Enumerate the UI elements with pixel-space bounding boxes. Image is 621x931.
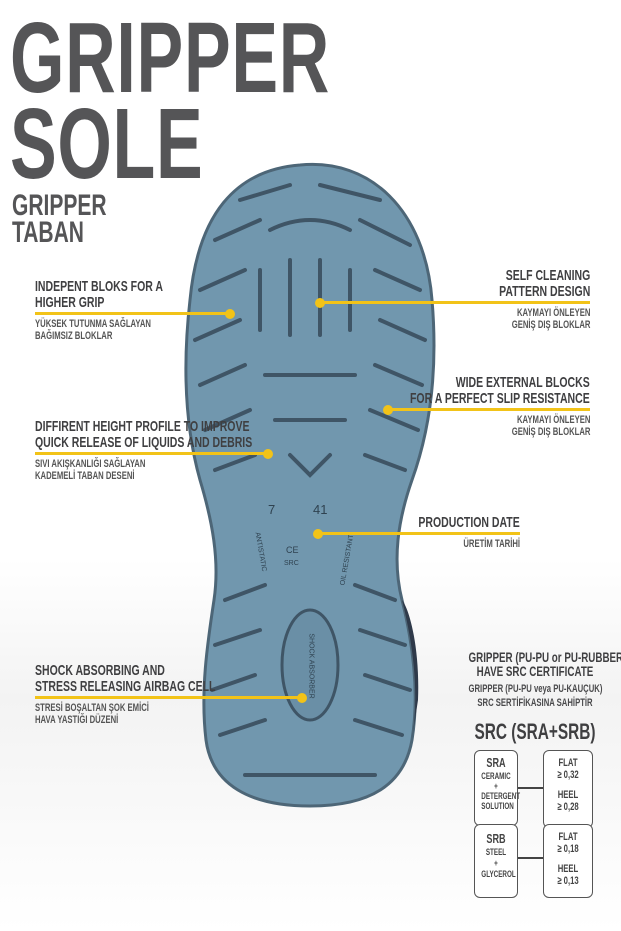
callout-subtitle: GENİŞ DIŞ BLOKLAR (511, 319, 590, 331)
callout-subtitle: STRESİ BOŞALTAN ŞOK EMİCİ (35, 702, 149, 714)
callout-selfclean: SELF CLEANING PATTERN DESIGN (460, 268, 590, 300)
sole-outline (184, 162, 436, 808)
callout-title: WIDE EXTERNAL BLOCKS (456, 374, 590, 391)
sole-size-mark: 41 (313, 502, 328, 517)
callout-title: SELF CLEANING (505, 267, 590, 284)
cert-title: GRIPPER (PU-PU or PU-RUBBER) (468, 649, 621, 665)
callout-subtitle: KAYMAYI ÖNLEYEN (516, 307, 590, 319)
callout-title: STRESS RELEASING AIRBAG CELL (35, 678, 216, 695)
heel-value: ≥ 0,28 (557, 801, 579, 813)
connector-line (516, 857, 544, 859)
callout-title: HIGHER GRIP (35, 294, 105, 311)
sra-box: SRA CERAMIC + DETERGENT SOLUTION (474, 750, 521, 826)
heel-label: HEEL (557, 789, 579, 801)
main-title-line1-wrap: GRIPPER (10, 2, 467, 114)
callout-shock-sub: STRESİ BOŞALTAN ŞOK EMİCİ HAVA YASTIĞI D… (35, 702, 198, 726)
sra-line: DETERGENT (481, 791, 521, 801)
flat-label: FLAT (558, 831, 578, 843)
callout-subtitle: KAYMAYI ÖNLEYEN (516, 414, 590, 426)
connector-line (516, 787, 544, 789)
callout-subtitle: SIVI AKIŞKANLIĞI SAĞLAYAN (35, 458, 146, 470)
srb-line: STEEL (485, 847, 507, 857)
srb-name: SRB (486, 831, 506, 846)
callout-title: PATTERN DESIGN (498, 283, 590, 300)
callout-line (35, 696, 302, 699)
cert-title: HAVE SRC CERTIFICATE (476, 663, 594, 679)
callout-line (320, 301, 590, 304)
callout-title: DIFFIRENT HEIGHT PROFILE TO IMPROVE (35, 418, 250, 435)
sra-values-box: FLAT ≥ 0,32 HEEL ≥ 0,28 (543, 750, 593, 828)
callout-dot (383, 405, 393, 415)
callout-subtitle: HAVA YASTIĞI DÜZENİ (35, 714, 119, 726)
callout-title: PRODUCTION DATE (418, 514, 520, 531)
callout-shock: SHOCK ABSORBING AND STRESS RELEASING AIR… (35, 663, 293, 695)
cert-subtitle: GRIPPER (PU-PU veya PU-KAUÇUK) (468, 683, 603, 695)
heel-label: HEEL (557, 863, 579, 875)
callout-height: DIFFIRENT HEIGHT PROFILE TO IMPROVE QUIC… (35, 419, 345, 451)
callout-subtitle: YÜKSEK TUTUNMA SAĞLAYAN (35, 318, 151, 330)
callout-title: SHOCK ABSORBING AND (35, 662, 165, 679)
callout-line (35, 452, 268, 455)
sra-name: SRA (486, 755, 506, 770)
sole-shock-mark: SHOCK ABSORBER (307, 633, 315, 699)
callout-wide: WIDE EXTERNAL BLOCKS FOR A PERFECT SLIP … (333, 375, 590, 407)
callout-dot (225, 309, 235, 319)
subtitle: GRIPPER TABAN (12, 189, 147, 249)
sole-month-mark: 7 (268, 502, 276, 517)
callout-line (318, 532, 520, 535)
subtitle-line2: TABAN (12, 216, 84, 249)
cert-heading: SRC (SRA+SRB) (474, 719, 596, 744)
sole-src-mark: SRC (284, 560, 299, 567)
sra-line: CERAMIC (481, 771, 511, 781)
flat-label: FLAT (558, 757, 578, 769)
callout-subtitle: KADEMELİ TABAN DESENİ (35, 470, 135, 482)
sole-ce-mark: CE (286, 545, 299, 555)
callout-dot (313, 529, 323, 539)
tread-blocks (193, 183, 427, 777)
callout-line (35, 312, 230, 315)
callout-dot (297, 693, 307, 703)
callout-subtitle: BAĞIMSIZ BLOKLAR (35, 330, 113, 342)
title-line2: SOLE (10, 88, 204, 200)
callout-wide-sub: KAYMAYI ÖNLEYEN GENİŞ DIŞ BLOKLAR (478, 414, 590, 438)
sra-line: + (494, 781, 498, 791)
callout-title: FOR A PERFECT SLIP RESISTANCE (410, 390, 590, 407)
heel-value: ≥ 0,13 (557, 875, 579, 887)
callout-indep-sub: YÜKSEK TUTUNMA SAĞLAYAN BAĞIMSIZ BLOKLAR (35, 318, 201, 342)
callout-title: INDEPENT BLOKS FOR A (35, 278, 163, 295)
flat-value: ≥ 0,18 (557, 843, 579, 855)
callout-prod: PRODUCTION DATE (375, 515, 520, 531)
callout-subtitle: GENİŞ DIŞ BLOKLAR (511, 426, 590, 438)
airbag-cell (280, 608, 340, 722)
callout-dot (263, 449, 273, 459)
sra-line: SOLUTION (481, 801, 514, 811)
cert-header: GRIPPER (PU-PU or PU-RUBBER) HAVE SRC CE… (440, 650, 621, 744)
callout-prod-sub: ÜRETİM TARİHİ (439, 538, 520, 550)
srb-box: SRB STEEL + GLYCEROL (474, 824, 518, 898)
srb-line: GLYCEROL (481, 869, 516, 879)
main-title-line2-wrap: SOLE (10, 88, 286, 200)
callout-height-sub: SIVI AKIŞKANLIĞI SAĞLAYAN KADEMELİ TABAN… (35, 458, 193, 482)
callout-dot (315, 298, 325, 308)
callout-selfclean-sub: KAYMAYI ÖNLEYEN GENİŞ DIŞ BLOKLAR (478, 307, 590, 331)
callout-line (388, 408, 590, 411)
cert-subtitle: SRC SERTİFİKASINA SAHİPTİR (477, 697, 593, 709)
callout-indep: INDEPENT BLOKS FOR A HIGHER GRIP (35, 279, 218, 311)
subtitle-line1: GRIPPER (12, 189, 107, 222)
title-line1: GRIPPER (10, 2, 330, 114)
callout-title: QUICK RELEASE OF LIQUIDS AND DEBRIS (35, 434, 253, 451)
srb-values-box: FLAT ≥ 0,18 HEEL ≥ 0,13 (543, 824, 593, 898)
flat-value: ≥ 0,32 (557, 769, 579, 781)
callout-subtitle: ÜRETİM TARİHİ (463, 538, 520, 550)
srb-line: + (494, 858, 498, 868)
